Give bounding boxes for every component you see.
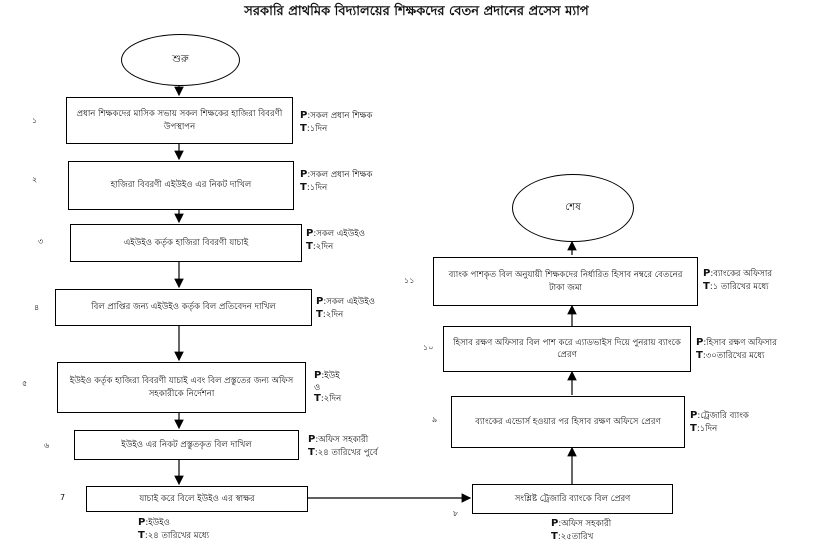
- step-time: ২দিন: [325, 309, 344, 320]
- step-number: ৮: [453, 509, 459, 518]
- step-time: ২দিন: [315, 241, 334, 252]
- end-terminal: শেষ: [512, 174, 634, 242]
- process-step-box: ইউইও এর নিকট প্রস্তুতকৃত বিল দাখিল: [74, 430, 299, 460]
- process-step-box: বিল প্রাপ্তির জন্য এইউইও কর্তৃক বিল প্রত…: [55, 289, 312, 326]
- process-step-box: সংশ্লিষ্ট ট্রেজারি ব্যাংকে বিল প্রেরণ: [472, 484, 673, 514]
- process-step-box: যাচাই করে বিলে ইউইও এর স্বাক্ষর: [86, 486, 308, 512]
- step-person: সকল এইউইও: [326, 297, 376, 307]
- step-number: ৪: [34, 303, 40, 312]
- step-number: ৯: [432, 415, 438, 424]
- step-number: ১০: [423, 343, 434, 352]
- step-time: ১ তারিখের মধ্যে: [712, 281, 769, 292]
- step-person: হিসাব রক্ষণ অফিসার: [706, 338, 777, 348]
- step-person: সকল এইউইও: [316, 229, 366, 239]
- step-time: ৩০তারিখের মধ্যে: [705, 350, 765, 361]
- step-person: সকল প্রধান শিক্ষক: [310, 170, 373, 180]
- process-step-box: ব্যাংকের এন্ডোর্স হওয়ার পর হিসাব রক্ষণ …: [451, 396, 685, 448]
- step-time: ২৪ তারিখের পুর্বে: [317, 447, 378, 458]
- step-person: অফিস সহকারী: [318, 435, 369, 445]
- step-number: ১১: [404, 276, 415, 285]
- step-time: ২৫তারিখ: [560, 531, 594, 542]
- step-time: ২৪ তারিখের মধ্যে: [147, 530, 210, 541]
- step-number: 7: [60, 493, 66, 502]
- step-person-time: P:অফিস সহকারীT:২৫তারিখ: [551, 518, 612, 542]
- step-time: ১দিন: [309, 123, 328, 134]
- step-person: ট্রেজারি ব্যাংক: [700, 411, 749, 421]
- step-time: ১দিন: [309, 182, 328, 193]
- process-step-box: হাজিরা বিবরণী এইউইও এর নিকট দাখিল: [68, 161, 294, 210]
- step-number: ৫: [22, 379, 28, 388]
- step-number: ২: [32, 175, 38, 184]
- step-number: ৩: [38, 237, 44, 246]
- step-person: ব্যাংকের অফিসার: [713, 269, 773, 279]
- process-step-box: এইউইও কর্তৃক হাজিরা বিবরণী যাচাই: [70, 224, 302, 262]
- start-terminal: শুরু: [121, 34, 240, 86]
- step-number: ১: [32, 116, 38, 125]
- process-step-box: প্রধান শিক্ষকদের মাসিক সভায় সকল শিক্ষকে…: [66, 97, 293, 144]
- step-person: ইউই ও: [314, 371, 340, 393]
- process-step-box: ব্যাংক পাশকৃত বিল অনুযায়ী শিক্ষকদের নির…: [433, 257, 698, 306]
- step-time: ২দিন: [323, 394, 342, 405]
- step-time: ১দিন: [699, 423, 718, 434]
- step-person: সকল প্রধান শিক্ষক: [310, 111, 373, 121]
- diagram-title: সরকারি প্রাথমিক বিদ্যালয়ের শিক্ষকদের বে…: [244, 4, 589, 19]
- process-step-box: ইউইও কর্তৃক হাজিরা বিবরণী যাচাই এবং বিল …: [57, 362, 306, 413]
- step-person: ইউইও: [148, 518, 170, 528]
- process-step-box: হিসাব রক্ষণ অফিসার বিল পাশ করে এ্যাডভাইস…: [443, 326, 691, 372]
- step-number: ৬: [44, 441, 50, 450]
- step-person: অফিস সহকারী: [561, 519, 612, 529]
- step-person-time: P:অফিস সহকারীT:২৪ তারিখের পুর্বে: [308, 434, 378, 458]
